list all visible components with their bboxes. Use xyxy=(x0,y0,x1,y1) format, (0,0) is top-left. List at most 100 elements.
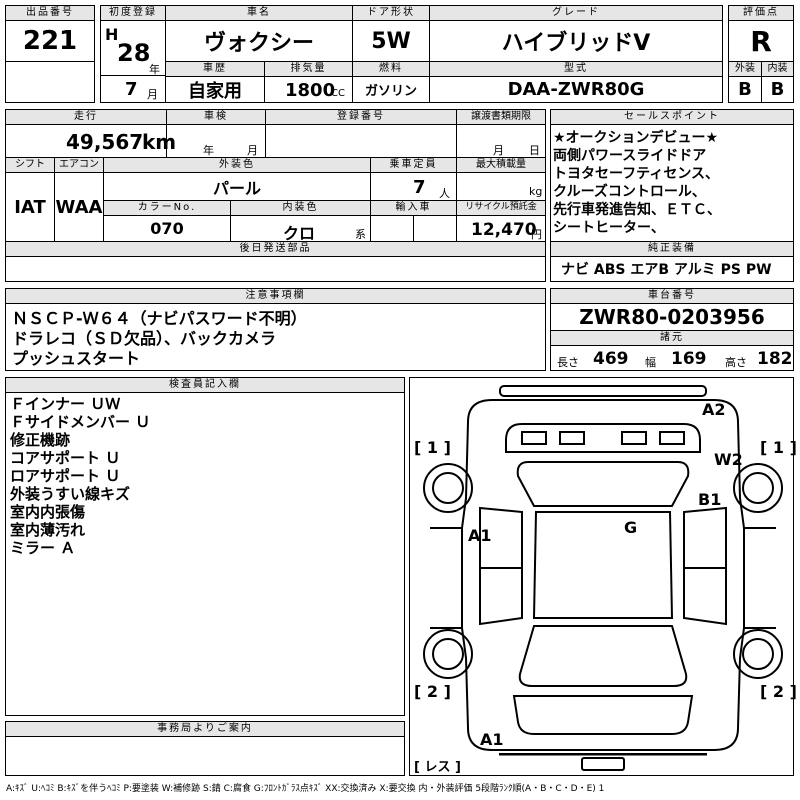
shift: IAT xyxy=(5,172,55,242)
recycle-value: 12,470 xyxy=(471,220,537,240)
reg-month: 7 xyxy=(125,79,138,100)
door-header: ドア形状 xyxy=(352,5,430,21)
interior-color-value: クロ xyxy=(283,224,316,243)
year-unit: 年 xyxy=(149,63,160,76)
transfer-day-unit: 日 xyxy=(529,144,540,157)
displacement-value: 1800 xyxy=(285,80,336,101)
damage-mark: A2 xyxy=(702,400,726,419)
damage-mark: G xyxy=(624,518,638,537)
mileage-header: 走行 xyxy=(5,109,167,125)
sales-line: 両側パワースライドドア xyxy=(553,148,707,164)
mileage-unit: km xyxy=(142,130,177,154)
recycle-unit: 円 xyxy=(531,228,542,241)
capacity-unit: 人 xyxy=(439,187,450,200)
legend: A:ｷｽﾞ U:ﾍｺﾐ B:ｷｽﾞを伴うﾍｺﾐ P:要塗装 W:補修跡 S:錆 … xyxy=(6,784,605,794)
inspection-month-unit: 月 xyxy=(247,144,258,157)
corner-label-rear-left: [ 2 ] xyxy=(414,682,451,701)
chassis-header: 車台番号 xyxy=(550,288,794,304)
displacement-header: 排気量 xyxy=(264,61,353,77)
capacity-value: 7 xyxy=(413,177,426,198)
office-header: 事務局よりご案内 xyxy=(5,721,405,737)
width-label: 幅 xyxy=(645,356,656,369)
height-label: 高さ xyxy=(725,356,747,369)
corner-label-spare: [ レス ] xyxy=(414,760,461,775)
equipment-header: 純正装備 xyxy=(550,241,794,257)
exterior-color: パール xyxy=(103,172,371,201)
sales-line: 先行車発進告知、ＥＴＣ、 xyxy=(553,202,721,218)
office-notes xyxy=(5,736,405,776)
sales-line: ★オークションデビュー★ xyxy=(553,130,719,146)
car-name: ヴォクシー xyxy=(165,20,353,62)
caution-line: プッシュスタート xyxy=(12,349,141,368)
corner-label-front-right: [ 1 ] xyxy=(760,438,797,457)
registration-number xyxy=(265,124,457,158)
grade-header: グレード xyxy=(429,5,723,21)
inspector-header: 検査員記入欄 xyxy=(5,377,405,393)
car-outline xyxy=(423,385,783,771)
capacity-header: 乗車定員 xyxy=(370,157,457,173)
displacement-unit: CC xyxy=(331,88,345,99)
car-name-header: 車名 xyxy=(165,5,353,21)
lot-blank xyxy=(5,61,95,103)
sales-line: クルーズコントロール、 xyxy=(553,184,706,200)
model-header: 型式 xyxy=(429,61,723,77)
inspector-line: 外装うすい線キズ xyxy=(10,485,131,503)
corner-label-rear-right: [ 2 ] xyxy=(760,682,797,701)
inspector-line: コアサポート Ｕ xyxy=(10,449,121,467)
history-header: 車歴 xyxy=(165,61,265,77)
sales-line: トヨタセーフティセンス、 xyxy=(553,166,720,182)
history: 自家用 xyxy=(165,76,265,103)
transfer-header: 譲渡書類期限 xyxy=(456,109,546,125)
inspector-notes: Ｆインナー ＵＷ Ｆサイドメンバー Ｕ 修正機跡 コアサポート Ｕ ロアサポート… xyxy=(5,392,405,716)
max-load-unit: kg xyxy=(529,185,543,198)
first-reg-year: H 28 年 xyxy=(100,20,166,76)
max-load: kg xyxy=(456,172,546,201)
grade: ハイブリッドV xyxy=(429,20,723,62)
inspector-line: 室内内張傷 xyxy=(10,503,86,521)
reg-year: 28 xyxy=(117,39,151,67)
damage-mark: W2 xyxy=(714,450,743,469)
fuel: ガソリン xyxy=(352,76,430,103)
inspection-year-unit: 年 xyxy=(203,144,214,157)
length-label: 長さ xyxy=(557,356,579,369)
exterior-grade-header: 外装 xyxy=(728,61,762,77)
displacement: 1800 CC xyxy=(264,76,353,103)
capacity: 7 人 xyxy=(370,172,457,201)
aircon: WAA xyxy=(54,172,104,242)
inspector-line: ミラー Ａ xyxy=(10,539,76,557)
inspector-line: ロアサポート Ｕ xyxy=(10,467,121,485)
later-parts-header: 後日発送部品 xyxy=(5,241,546,257)
exterior-grade: B xyxy=(728,76,762,103)
mileage-value: 49,567 xyxy=(66,130,144,154)
caution: ＮＳＣＰ-Ｗ６４（ナビパスワード不明） ドラレコ（ＳＤ欠品）、バックカメラ プッ… xyxy=(5,303,546,371)
interior-color-suffix: 系 xyxy=(355,228,366,241)
damage-mark: A1 xyxy=(468,526,492,545)
registration-header: 登録番号 xyxy=(265,109,457,125)
max-load-header: 最大積載量 xyxy=(456,157,546,173)
color-no: 070 xyxy=(103,215,231,242)
mileage: 49,567 km xyxy=(5,124,176,158)
model-code: DAA-ZWR80G xyxy=(429,76,723,103)
caution-line: ＮＳＣＰ-Ｗ６４（ナビパスワード不明） xyxy=(12,309,307,328)
damage-mark: A1 xyxy=(480,730,504,749)
height-value: 182 xyxy=(757,349,793,369)
era-label: H xyxy=(105,25,119,44)
color-no-header: カラーNo. xyxy=(103,200,231,216)
caution-line: ドラレコ（ＳＤ欠品）、バックカメラ xyxy=(12,329,277,348)
interior-color: クロ 系 xyxy=(230,215,371,243)
lot-header: 出品番号 xyxy=(5,5,95,21)
sales-line: シートヒーター、 xyxy=(553,220,665,236)
exterior-color-header: 外装色 xyxy=(103,157,371,173)
shift-header: シフト xyxy=(5,157,55,173)
equipment: ナビ ABS エアB アルミ PS PW xyxy=(550,256,794,282)
month-unit: 月 xyxy=(147,88,158,101)
aircon-header: エアコン xyxy=(54,157,104,173)
interior-grade-header: 内装 xyxy=(761,61,794,77)
transfer-deadline: 月 日 xyxy=(456,124,546,158)
transfer-month-unit: 月 xyxy=(493,144,504,157)
inspection: 年 月 xyxy=(166,124,266,158)
caution-header: 注意事項欄 xyxy=(5,288,546,304)
interior-color-header: 内装色 xyxy=(230,200,371,216)
first-reg-month: 7 月 xyxy=(100,75,166,103)
door-type: 5W xyxy=(352,20,430,62)
